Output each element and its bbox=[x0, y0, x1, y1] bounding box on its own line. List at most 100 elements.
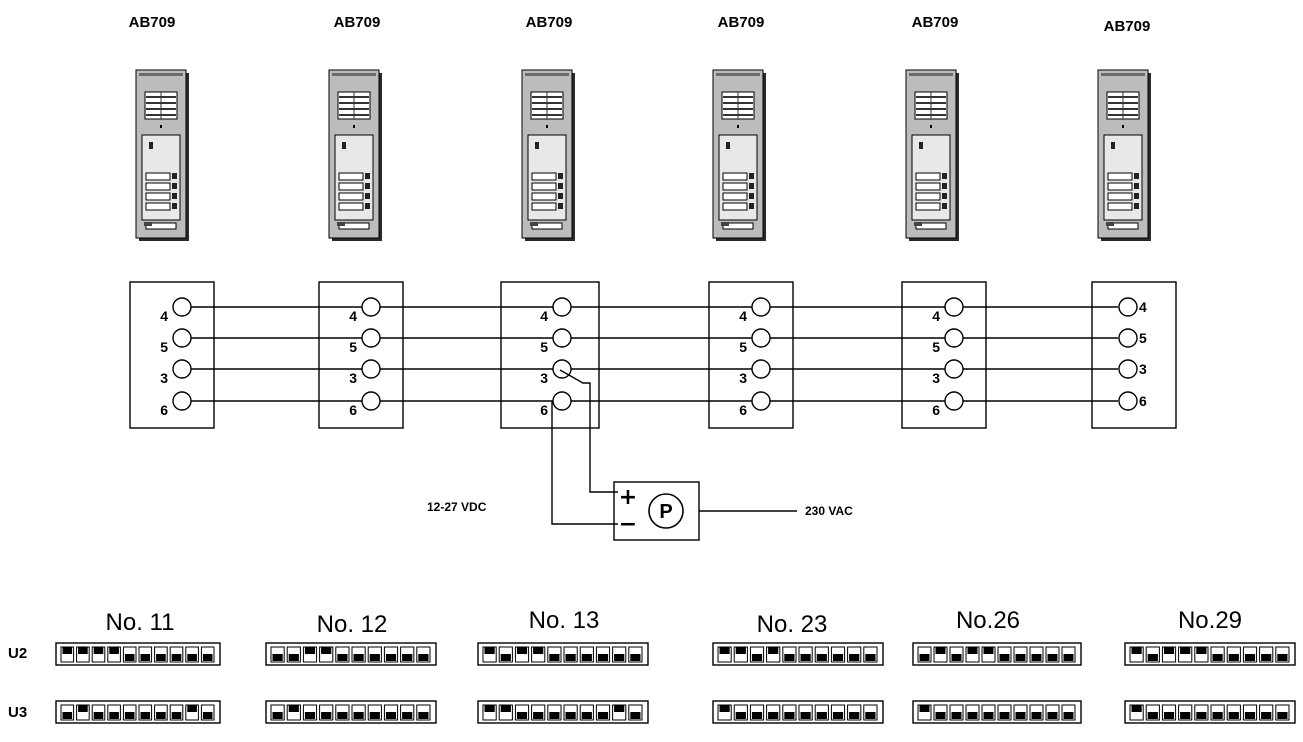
terminal-screw bbox=[172, 328, 192, 348]
dip-lever bbox=[951, 712, 962, 719]
name-tag bbox=[915, 182, 941, 191]
door-panels bbox=[135, 69, 1151, 241]
name-tag bbox=[915, 172, 941, 181]
setting-label: No. 12 bbox=[317, 611, 388, 638]
model-label: AB709 bbox=[334, 14, 381, 31]
dip-lever bbox=[272, 654, 283, 661]
u2-row-label: U2 bbox=[8, 645, 27, 662]
terminal-label: 3 bbox=[932, 370, 940, 386]
terminal-screw bbox=[751, 297, 771, 317]
terminal-label: 4 bbox=[540, 308, 548, 324]
dip-lever bbox=[353, 654, 364, 661]
dip-lever bbox=[751, 654, 763, 661]
dip-lever bbox=[1163, 712, 1175, 719]
dip-lever bbox=[321, 712, 332, 719]
lock-icon bbox=[149, 142, 153, 149]
door-panel bbox=[905, 69, 959, 241]
call-button bbox=[1134, 183, 1139, 189]
call-button bbox=[558, 203, 563, 209]
dip-lever bbox=[1047, 654, 1058, 661]
dip-switch-u2 bbox=[912, 642, 1082, 666]
terminal-label: 3 bbox=[349, 370, 357, 386]
terminal-label: 5 bbox=[739, 339, 747, 355]
dip-lever bbox=[202, 712, 213, 719]
model-label: AB709 bbox=[1104, 18, 1151, 35]
name-tag bbox=[1107, 172, 1133, 181]
terminal-box bbox=[708, 281, 794, 429]
dc-voltage-label: 12-27 VDC bbox=[427, 500, 487, 514]
dip-switch-u3 bbox=[712, 700, 884, 724]
dip-lever bbox=[1244, 712, 1256, 719]
terminal-label: 6 bbox=[160, 402, 168, 418]
call-button bbox=[365, 183, 370, 189]
dip-lever bbox=[1244, 654, 1256, 661]
terminal-screw bbox=[552, 391, 572, 411]
call-button bbox=[749, 183, 754, 189]
dip-lever bbox=[614, 705, 625, 712]
dip-lever bbox=[418, 712, 429, 719]
dip-switch-u2 bbox=[265, 642, 437, 666]
dip-lever bbox=[402, 654, 413, 661]
dip-lever bbox=[337, 712, 348, 719]
dip-lever bbox=[832, 654, 844, 661]
model-label: AB709 bbox=[912, 14, 959, 31]
dip-lever bbox=[1147, 712, 1158, 719]
led-indicator bbox=[353, 125, 355, 128]
call-button bbox=[749, 203, 754, 209]
terminal-screw bbox=[1118, 359, 1138, 379]
dip-lever bbox=[369, 654, 380, 661]
dip-lever bbox=[784, 712, 795, 719]
dip-lever bbox=[304, 647, 316, 654]
lock-icon bbox=[1111, 142, 1115, 149]
led-indicator bbox=[930, 125, 932, 128]
name-tag bbox=[1107, 192, 1133, 201]
call-button bbox=[1134, 173, 1139, 179]
terminal-label: 5 bbox=[932, 339, 940, 355]
name-tag bbox=[145, 182, 171, 191]
setting-labels: No. 11 No. 12 No. 13 No. 23 No.26 No.29 bbox=[106, 607, 1242, 638]
name-tag bbox=[531, 182, 557, 191]
terminal-screw bbox=[552, 297, 572, 317]
terminal-screw bbox=[751, 359, 771, 379]
dip-lever bbox=[768, 647, 779, 654]
dip-lever bbox=[288, 705, 299, 712]
terminal-box bbox=[129, 281, 215, 429]
positive-wire bbox=[559, 369, 618, 493]
call-button bbox=[942, 173, 947, 179]
dip-lever bbox=[62, 712, 73, 719]
setting-label: No. 23 bbox=[757, 611, 828, 638]
call-button bbox=[365, 173, 370, 179]
dip-lever bbox=[171, 712, 182, 719]
dip-lever bbox=[171, 654, 182, 661]
call-button bbox=[749, 193, 754, 199]
call-button bbox=[942, 183, 947, 189]
dip-lever bbox=[78, 705, 88, 712]
dip-lever bbox=[1131, 705, 1142, 712]
terminal-label: 3 bbox=[160, 370, 168, 386]
dip-lever bbox=[935, 647, 946, 654]
dip-lever bbox=[62, 647, 73, 654]
terminal-label: 6 bbox=[540, 402, 548, 418]
terminal-label: 4 bbox=[1139, 299, 1147, 315]
dip-lever bbox=[951, 654, 962, 661]
dip-lever bbox=[565, 712, 576, 719]
dip-lever bbox=[1228, 712, 1239, 719]
dip-lever bbox=[565, 654, 576, 661]
led-indicator bbox=[160, 125, 162, 128]
setting-label: No.29 bbox=[1178, 607, 1242, 634]
name-tag bbox=[145, 202, 171, 211]
model-label: AB709 bbox=[526, 14, 573, 31]
name-tag bbox=[722, 192, 748, 201]
dip-lever bbox=[385, 712, 397, 719]
dip-lever bbox=[735, 647, 746, 654]
dip-lever bbox=[516, 647, 528, 654]
dip-switch-u3 bbox=[265, 700, 437, 724]
terminal-screw bbox=[172, 391, 192, 411]
plate-screw bbox=[914, 222, 922, 226]
dip-lever bbox=[187, 705, 197, 712]
dip-lever bbox=[1228, 654, 1239, 661]
dip-lever bbox=[500, 654, 511, 661]
dip-lever bbox=[1015, 712, 1026, 719]
